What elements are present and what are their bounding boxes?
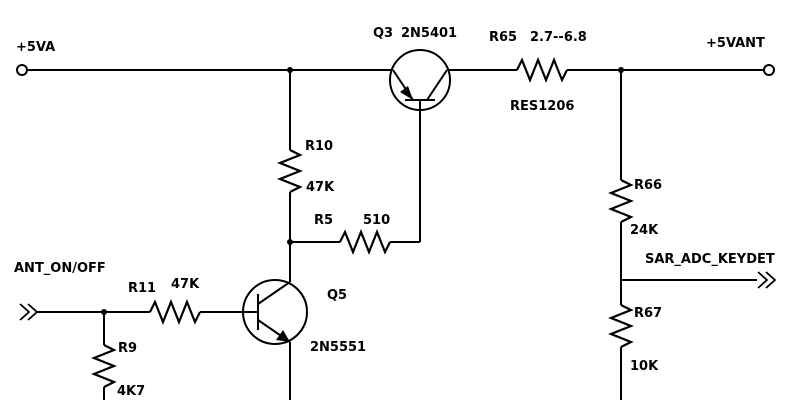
label-r9-value: 4K7 <box>117 384 145 399</box>
label-q5-ref: Q5 <box>327 288 347 303</box>
connector-sar-adc <box>757 271 769 289</box>
q3-collector-lead <box>426 69 448 101</box>
terminal-5vant <box>763 64 775 76</box>
connector-ant-onoff <box>19 303 31 321</box>
label-q5-part: 2N5551 <box>310 340 366 355</box>
label-q3-ref: Q3 <box>373 26 393 41</box>
label-sar-adc-keydet: SAR_ADC_KEYDET <box>645 252 775 267</box>
label-r67-ref: R67 <box>634 306 662 321</box>
label-ant-onoff: ANT_ON/OFF <box>14 261 106 276</box>
label-r5-value: 510 <box>363 213 390 228</box>
resistor-r66 <box>608 179 634 223</box>
connector-sar-adc-2 <box>765 271 777 289</box>
resistor-r10 <box>277 149 303 193</box>
label-r66-ref: R66 <box>634 178 662 193</box>
label-r10-ref: R10 <box>305 139 333 154</box>
label-r65-value: 2.7--6.8 <box>530 30 587 45</box>
label-r11-ref: R11 <box>128 281 156 296</box>
resistor-r11 <box>149 299 201 325</box>
label-r9-ref: R9 <box>118 341 137 356</box>
q5-emitter-arrow <box>276 330 290 342</box>
label-5va: +5VA <box>16 40 55 55</box>
label-r11-value: 47K <box>171 277 200 292</box>
label-r5-ref: R5 <box>314 213 333 228</box>
resistor-r65 <box>516 57 568 83</box>
label-r10-value: 47K <box>306 180 335 195</box>
resistor-r9 <box>91 344 117 388</box>
resistor-r5 <box>339 229 391 255</box>
q5-collector-lead <box>257 281 291 305</box>
label-r66-value: 24K <box>630 223 659 238</box>
label-q3-part: 2N5401 <box>401 26 457 41</box>
label-r65-ref: R65 <box>489 30 517 45</box>
resistor-r67 <box>608 304 634 348</box>
terminal-5va <box>16 64 28 76</box>
label-r67-value: 10K <box>630 359 659 374</box>
q3-emitter-arrow <box>400 86 413 100</box>
label-5vant: +5VANT <box>706 36 765 51</box>
label-r65-package: RES1206 <box>510 99 574 114</box>
